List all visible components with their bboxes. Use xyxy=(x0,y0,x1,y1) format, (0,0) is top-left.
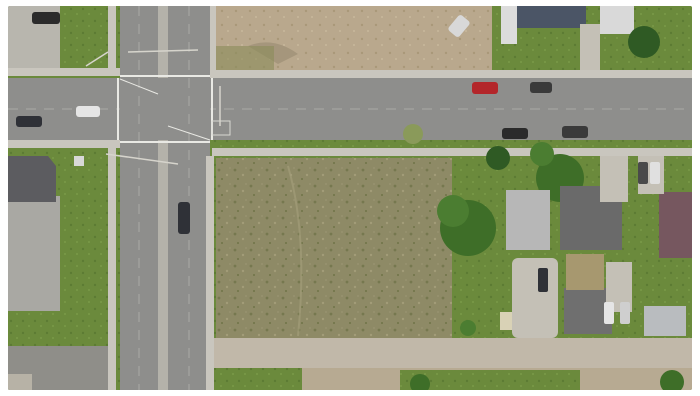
car-dark-5 xyxy=(178,202,190,234)
traffic-signals xyxy=(85,49,221,165)
vacant-lot xyxy=(216,158,452,338)
ns-lane-lines xyxy=(138,6,190,390)
top-right-driveway xyxy=(580,24,600,70)
car-alley xyxy=(538,268,548,292)
vehicles xyxy=(16,12,660,324)
car-red xyxy=(472,82,498,94)
bottom-left-building xyxy=(8,374,32,390)
car-top-lot xyxy=(448,15,470,37)
aerial-scene xyxy=(8,6,692,390)
median-south xyxy=(158,140,168,390)
house-3 xyxy=(659,192,692,258)
west-parking xyxy=(8,196,60,311)
house-1 xyxy=(506,190,550,250)
south-lot-grass xyxy=(214,368,302,390)
crosswalk-box xyxy=(211,120,231,136)
median-north xyxy=(158,6,168,78)
car-dark-3 xyxy=(502,128,528,139)
sidewalks xyxy=(8,6,692,390)
west-sign xyxy=(74,156,84,166)
car-dark-4 xyxy=(562,126,588,138)
car-driveway-1 xyxy=(604,302,614,324)
car-driveway-4 xyxy=(650,162,660,184)
top-right-rv xyxy=(501,6,517,44)
south-road xyxy=(214,338,692,368)
car-driveway-3 xyxy=(638,162,648,184)
house-5 xyxy=(644,306,686,336)
backyard-dirt xyxy=(566,254,604,290)
top-right-tree xyxy=(628,26,660,58)
top-left-grass xyxy=(60,6,108,68)
top-grass-strip xyxy=(214,46,274,70)
car-white xyxy=(76,106,100,117)
car-dark-1 xyxy=(530,82,552,93)
aerial-photo xyxy=(8,6,692,390)
top-right-house-2 xyxy=(600,6,634,34)
car-top-left xyxy=(32,12,60,24)
south-yard xyxy=(400,370,580,390)
west-building xyxy=(8,156,56,202)
lot-path xyxy=(287,165,303,337)
car-driveway-2 xyxy=(620,302,630,324)
car-dark-2 xyxy=(16,116,42,127)
top-right-house-1 xyxy=(516,6,586,28)
